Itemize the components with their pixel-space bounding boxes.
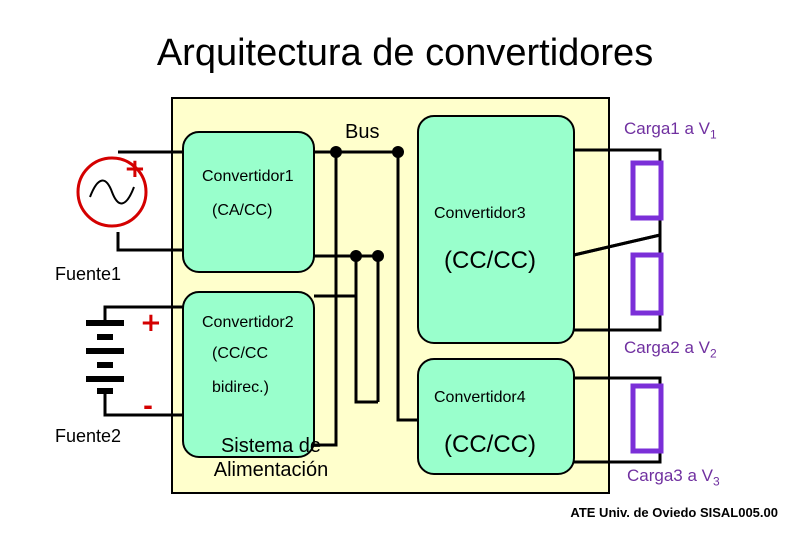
resistor-icon — [630, 160, 664, 221]
footer-credit: ATE Univ. de Oviedo SISAL005.00 — [570, 505, 778, 520]
carga3-label: Carga3 a V3 — [627, 466, 720, 489]
wire-carga2-bottom — [574, 313, 662, 332]
wire-bus-left — [314, 152, 338, 447]
wire-fuente2-top — [103, 305, 183, 320]
convertidor2-type-line1: (CC/CC — [212, 345, 268, 362]
system-label-line1: Sistema de — [220, 435, 322, 457]
battery-icon — [86, 320, 124, 394]
convertidor4-name: Convertidor4 — [434, 389, 526, 406]
bus-junctions — [330, 146, 404, 262]
wires — [103, 148, 662, 464]
convertidor2-type-line2: bidirec.) — [212, 379, 269, 396]
resistor-icon — [630, 252, 664, 316]
wire-fuente2-bottom — [103, 388, 183, 417]
convertidor2-box — [182, 291, 315, 458]
battery-plus-sign: + — [140, 308, 162, 338]
junction-dot — [392, 146, 404, 158]
convertidor4-box — [417, 358, 575, 475]
convertidor2-name: Convertidor2 — [202, 314, 294, 331]
wire-bus-c2-mid — [354, 256, 378, 404]
convertidor1-box — [182, 131, 315, 273]
wire-fuente1-bottom — [116, 232, 183, 252]
convertidor1-name: Convertidor1 — [202, 168, 294, 185]
junction-dot — [350, 250, 362, 262]
convertidor3-name: Convertidor3 — [434, 205, 526, 222]
bus-label: Bus — [345, 121, 380, 143]
convertidor4-type: (CC/CC) — [444, 431, 536, 458]
ac-plus-sign: + — [124, 154, 146, 184]
convertidor1-type: (CA/CC) — [212, 202, 273, 219]
wire-carga1-top — [574, 148, 662, 163]
wire-carga3-bottom — [574, 451, 662, 464]
page-title: Arquitectura de convertidores — [156, 32, 654, 74]
wire-bus-right — [396, 152, 418, 422]
ac-source-icon — [76, 156, 148, 228]
converters — [182, 115, 575, 475]
carga1-label: Carga1 a V1 — [624, 119, 717, 142]
loads — [630, 160, 664, 454]
carga2-label: Carga2 a V2 — [624, 338, 717, 361]
convertidor3-type: (CC/CC) — [444, 247, 536, 274]
battery-minus-sign: - — [143, 392, 153, 420]
junction-dot — [372, 250, 384, 262]
system-label: Sistema de Alimentación — [196, 434, 346, 482]
system-label-line2: Alimentación — [213, 459, 329, 481]
junction-dot — [330, 146, 342, 158]
resistor-icon — [630, 383, 664, 454]
wire-carga3-top — [574, 376, 662, 386]
fuente1-label: Fuente1 — [55, 264, 122, 284]
convertidor3-box — [417, 115, 575, 344]
fuente2-label: Fuente2 — [55, 426, 122, 446]
wire-carga2-top — [573, 233, 662, 257]
